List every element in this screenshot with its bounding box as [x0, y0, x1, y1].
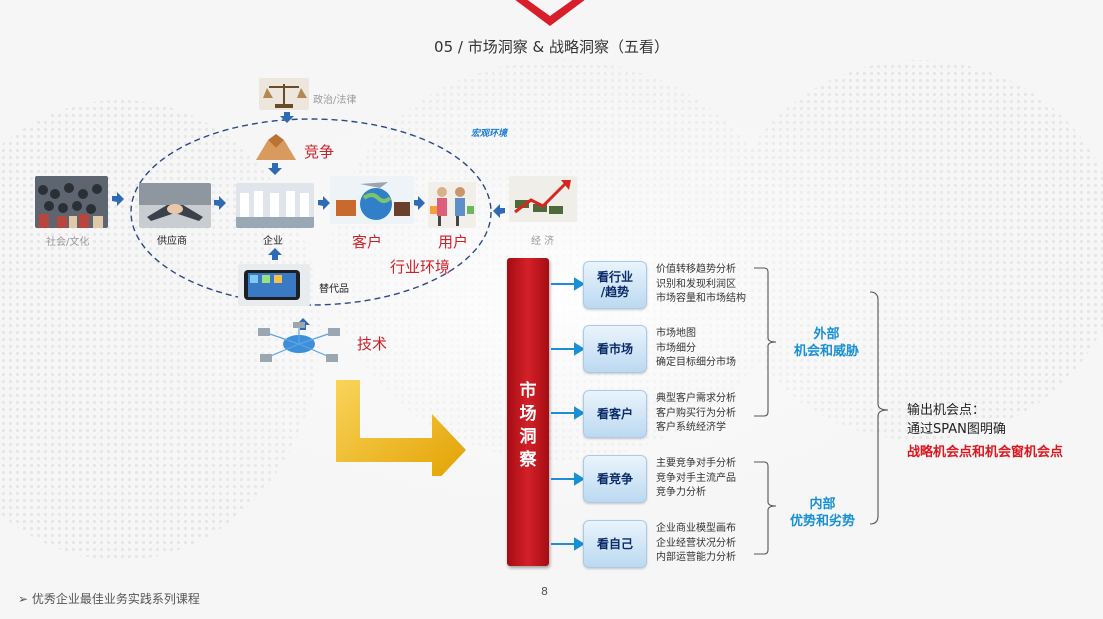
brace-output	[869, 291, 889, 525]
arrow-enterprise-right	[318, 196, 330, 210]
shoppers-image	[428, 182, 476, 228]
network-devices-image	[258, 322, 340, 362]
look-self-items: 企业商业模型画布企业经营状况分析内部运营能力分析	[656, 523, 736, 563]
arrow-supplier-right	[214, 196, 226, 210]
look-industry-box: 看行业 /趋势	[583, 261, 647, 309]
label-user: 用户	[438, 233, 469, 251]
label-politics: 政治/法律	[313, 95, 357, 106]
look-competition-box: 看竞争	[583, 455, 647, 503]
arrow-society-right	[112, 192, 124, 206]
look-market-box: 看市场	[583, 325, 647, 373]
label-supplier: 供应商	[157, 236, 187, 247]
look-industry-items: 价值转移趋势分析识别和发现利润区市场容量和市场结构	[656, 264, 746, 304]
arrow-customer-right	[413, 196, 425, 210]
handshake-image	[256, 134, 296, 160]
supplier-handshake-image	[139, 183, 211, 228]
arrow-substitute-up	[268, 248, 282, 260]
economy-chart-image	[509, 176, 577, 222]
yellow-arrow	[336, 380, 466, 476]
label-economy: 经 济	[531, 236, 555, 247]
label-enterprise: 企业	[263, 236, 283, 247]
look-customer-items: 典型客户需求分析客户购买行为分析客户系统经济学	[656, 393, 736, 433]
look-self-box: 看自己	[583, 520, 647, 568]
crowd-image	[35, 176, 108, 228]
label-substitute: 替代品	[319, 284, 349, 295]
label-macro-env: 宏观环境	[471, 129, 508, 139]
top-triangle-inner	[522, 0, 578, 16]
output-line-1: 输出机会点：	[907, 403, 986, 418]
smartphone-image	[238, 264, 310, 306]
look-competition-items: 主要竞争对手分析竞争对手主流产品竞争力分析	[656, 458, 736, 498]
market-insight-label: 市 场 洞 察	[519, 381, 537, 470]
industry-ellipse	[130, 118, 492, 306]
page-number: 8	[541, 585, 548, 598]
label-competition: 竞争	[304, 143, 335, 161]
arrow-politics-down	[280, 112, 294, 123]
label-customer: 客户	[352, 233, 383, 251]
market-insight-bar: 市 场 洞 察	[507, 258, 549, 566]
label-industry-env: 行业环境	[390, 258, 451, 276]
arrow-competition-down	[268, 163, 282, 175]
justice-scale-image	[259, 78, 309, 110]
logistics-globe-image	[330, 176, 414, 224]
look-market-items: 市场地图市场细分确定目标细分市场	[656, 328, 736, 368]
factory-image	[236, 183, 314, 228]
look-arrows	[551, 277, 585, 551]
arrow-economy-left	[493, 204, 505, 218]
external-label: 外部机会和威胁	[794, 327, 860, 359]
output-line-2: 通过SPAN图明确	[907, 422, 1006, 437]
label-technology: 技术	[357, 335, 388, 353]
brace-external	[754, 267, 777, 417]
internal-label: 内部优势和劣势	[790, 497, 856, 529]
output-line-3: 战略机会点和机会窗机会点	[907, 445, 1064, 460]
page-title: 05 / 市场洞察 & 战略洞察（五看）	[434, 38, 669, 56]
braces	[754, 267, 889, 555]
footer-course-title: ➢ 优秀企业最佳业务实践系列课程	[18, 592, 200, 606]
label-society: 社会/文化	[46, 237, 90, 248]
brace-internal	[754, 461, 777, 555]
look-customer-box: 看客户	[583, 390, 647, 438]
